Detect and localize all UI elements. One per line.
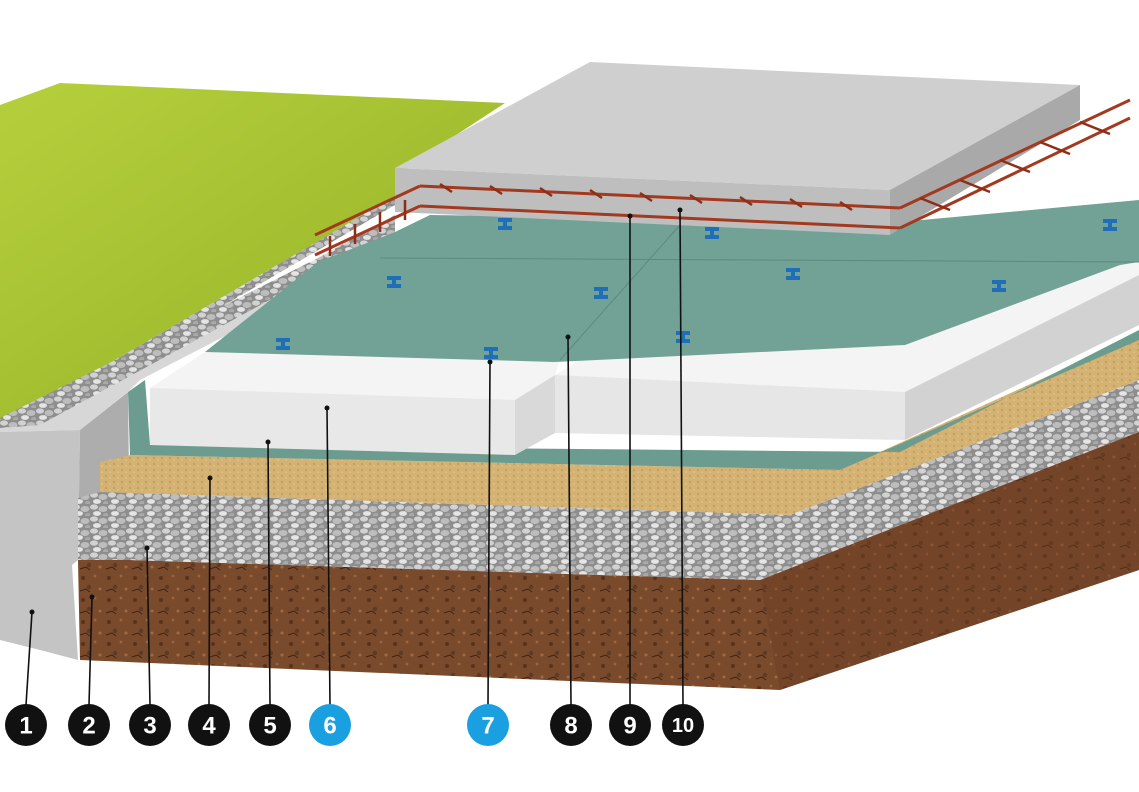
leader-line-8 (567, 336, 572, 706)
insulation-side-right (905, 275, 1139, 440)
callout-badge-5 (249, 704, 291, 746)
membrane-upper (205, 200, 1139, 362)
leader-line-5 (267, 441, 271, 706)
callout-number-3: 3 (143, 713, 156, 740)
leader-dot-3 (144, 545, 150, 551)
insulation-front-right (555, 375, 905, 440)
concrete-slab-side (890, 85, 1080, 235)
rebar-mesh (314, 98, 1131, 257)
footing-front (0, 430, 80, 660)
concrete-slab-front (395, 168, 890, 235)
callout-number-8: 8 (564, 713, 577, 740)
leader-dot-8 (565, 334, 571, 340)
callout-badge-8 (550, 704, 592, 746)
callout-badge-4 (188, 704, 230, 746)
leader-line-7 (487, 361, 491, 706)
leader-dot-10 (677, 207, 683, 213)
callout-number-6: 6 (323, 713, 336, 740)
insulation-front-left (150, 388, 515, 455)
callout-number-2: 2 (82, 713, 95, 740)
soil-front-shade (760, 430, 1139, 690)
leader-line-2 (88, 596, 93, 706)
callout-badge-2 (68, 704, 110, 746)
membrane-lower (128, 330, 1139, 470)
leader-dot-7 (487, 359, 493, 365)
callout-badge-10 (662, 704, 704, 746)
grass-surface (0, 83, 505, 420)
insulation-top-left (150, 352, 560, 400)
leader-line-1 (25, 611, 33, 706)
callout-badge-1 (5, 704, 47, 746)
callout-leaders (25, 207, 684, 706)
callout-number-10: 10 (672, 715, 694, 737)
leader-dot-5 (265, 439, 271, 445)
board-connectors (276, 218, 1117, 359)
concrete-slab-top (395, 62, 1080, 190)
callout-number-1: 1 (19, 713, 32, 740)
leader-dot-6 (324, 405, 330, 411)
callout-badge-6 (309, 704, 351, 746)
callout-badge-7 (467, 704, 509, 746)
callout-number-7: 7 (481, 713, 494, 740)
insulation-side-left (515, 375, 555, 455)
leader-line-10 (679, 209, 684, 706)
leader-line-6 (326, 407, 331, 706)
callout-number-4: 4 (202, 713, 216, 740)
leader-dot-4 (207, 475, 213, 481)
rebar-cross-bars (328, 120, 1111, 256)
callout-badge-3 (129, 704, 171, 746)
leader-dot-9 (627, 213, 633, 219)
leader-line-3 (146, 547, 151, 706)
sand-layer (100, 335, 1139, 515)
callout-number-5: 5 (263, 713, 276, 740)
leader-dot-2 (89, 594, 95, 600)
gravel-layer (78, 380, 1139, 580)
soil-block (78, 430, 1139, 690)
callout-number-9: 9 (623, 713, 636, 740)
callout-badges: 1 2 3 4 5 6 7 8 9 10 (5, 704, 704, 746)
callout-badge-9 (609, 704, 651, 746)
leader-dot-1 (29, 609, 35, 615)
gravel-strip-wide (0, 215, 395, 430)
leader-line-4 (208, 477, 211, 706)
